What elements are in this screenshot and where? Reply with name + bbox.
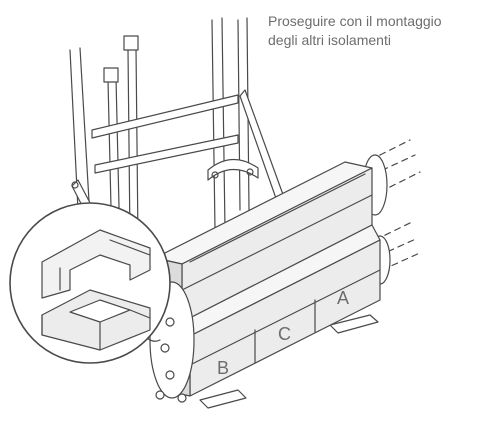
panel-label-b: B: [217, 358, 229, 378]
instruction-line-2: degli altri isolamenti: [268, 32, 391, 48]
detail-callout: [9, 202, 171, 364]
panel-label-a: A: [337, 288, 349, 308]
pipe-extensions: [369, 139, 423, 271]
instruction-text: Proseguire con il montaggio degli altri …: [268, 12, 488, 50]
panel-labels: A C B: [217, 288, 349, 378]
instruction-line-1: Proseguire con il montaggio: [268, 13, 442, 29]
panel-label-c: C: [278, 324, 291, 344]
